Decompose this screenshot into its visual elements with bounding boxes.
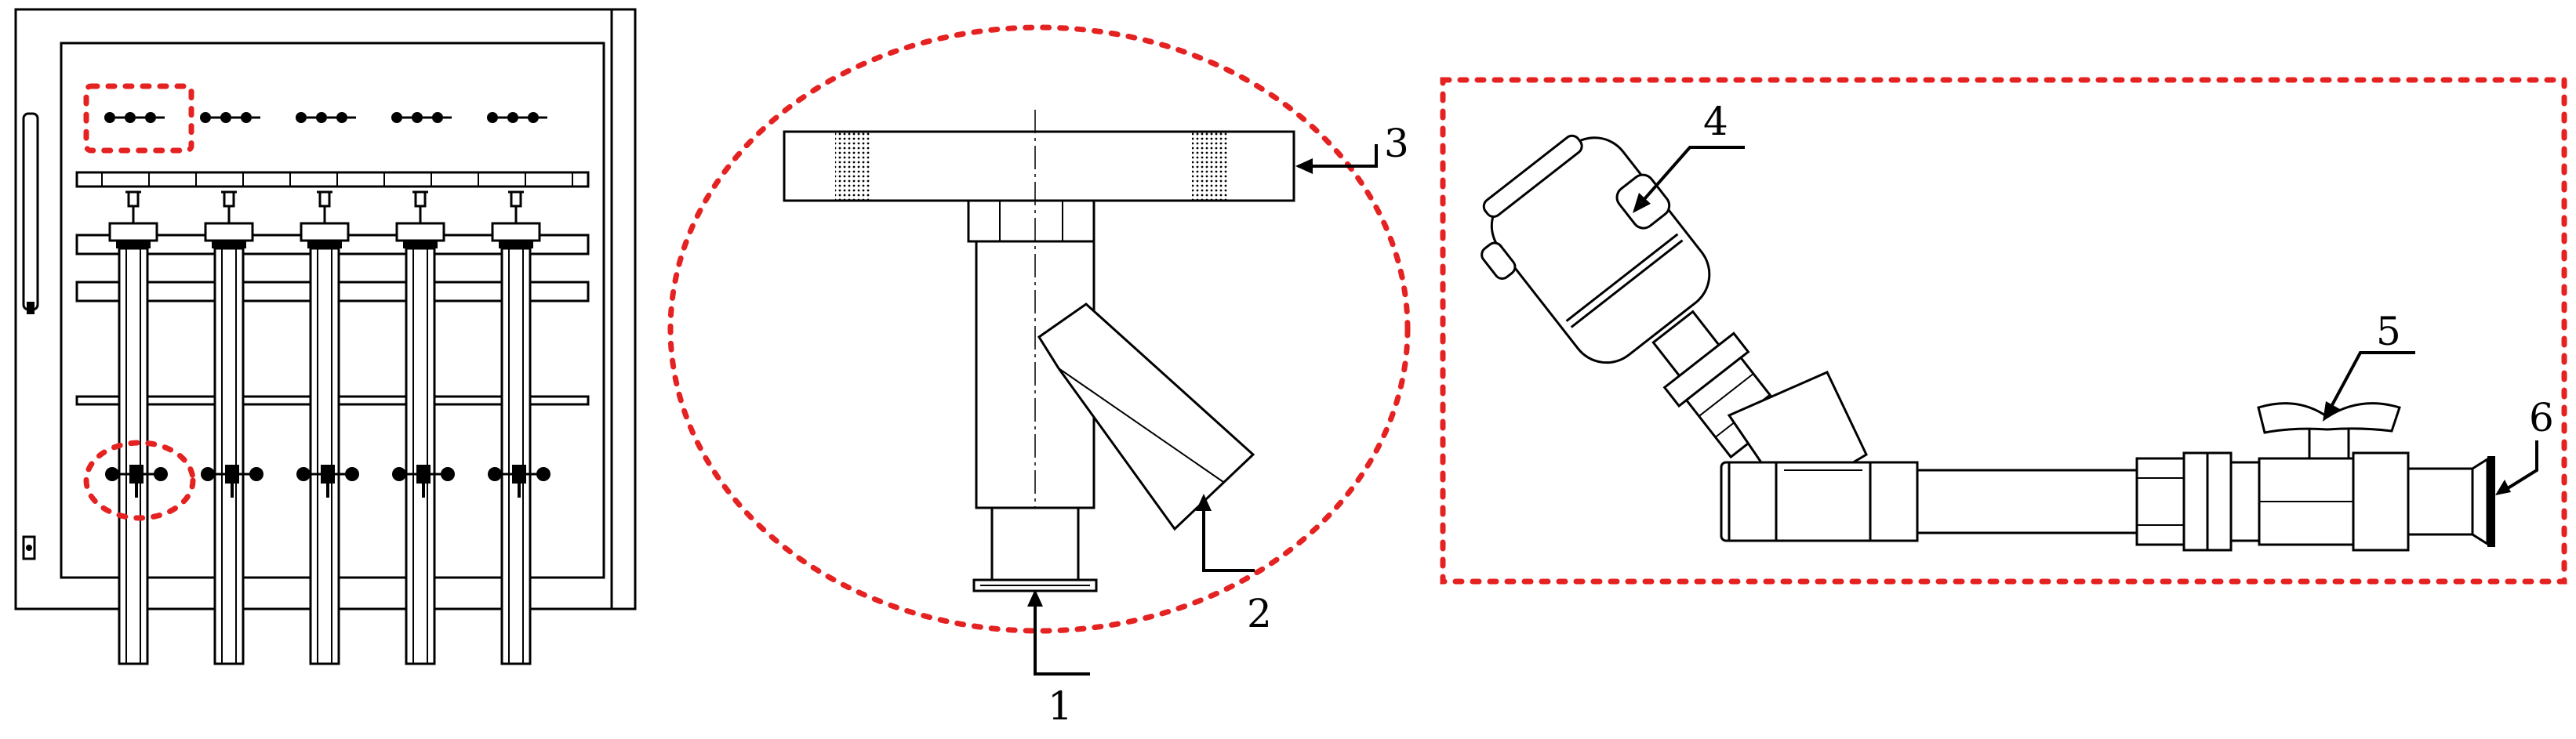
highlight-strainer-circle	[667, 24, 1411, 634]
strainer-panel: 1 2 3	[667, 24, 1411, 729]
leader-3	[1298, 144, 1378, 168]
pipe-end-clamp	[2407, 456, 2495, 547]
valve-body	[1720, 461, 1919, 542]
callout-4: 4	[1703, 99, 1728, 144]
strainer-screen-branch	[1037, 302, 1255, 531]
pipe-union	[2135, 451, 2261, 552]
callout-5: 5	[2376, 309, 2401, 354]
bottom-clamp	[972, 506, 1098, 592]
strainer-body	[975, 240, 1255, 531]
hex-nut	[967, 199, 1095, 243]
upper-support-rail	[75, 171, 590, 188]
top-flange	[783, 130, 1295, 202]
leader-1	[1034, 596, 1090, 676]
ball-valve	[2257, 402, 2410, 552]
highlight-valve-box	[1440, 77, 2567, 585]
valve-assembly-panel: 4 5 6	[1440, 77, 2567, 585]
leader-2	[1202, 502, 1255, 572]
callout-1: 1	[1048, 683, 1073, 729]
highlight-bottom-valve	[83, 440, 196, 521]
leader-6	[2500, 440, 2538, 494]
angle-seat-valve	[1481, 134, 1868, 504]
door-hinge	[22, 535, 36, 560]
door-handle	[22, 112, 39, 314]
highlight-top-valve	[83, 83, 194, 154]
callout-2: 2	[1247, 591, 1272, 636]
pipe-segment	[1916, 469, 2138, 534]
callout-3: 3	[1384, 121, 1409, 166]
butterfly-handle	[2257, 402, 2401, 434]
cabinet-panel	[14, 8, 637, 665]
callout-6: 6	[2529, 395, 2554, 440]
leader-4	[1637, 146, 1745, 207]
leader-5	[2326, 351, 2415, 415]
